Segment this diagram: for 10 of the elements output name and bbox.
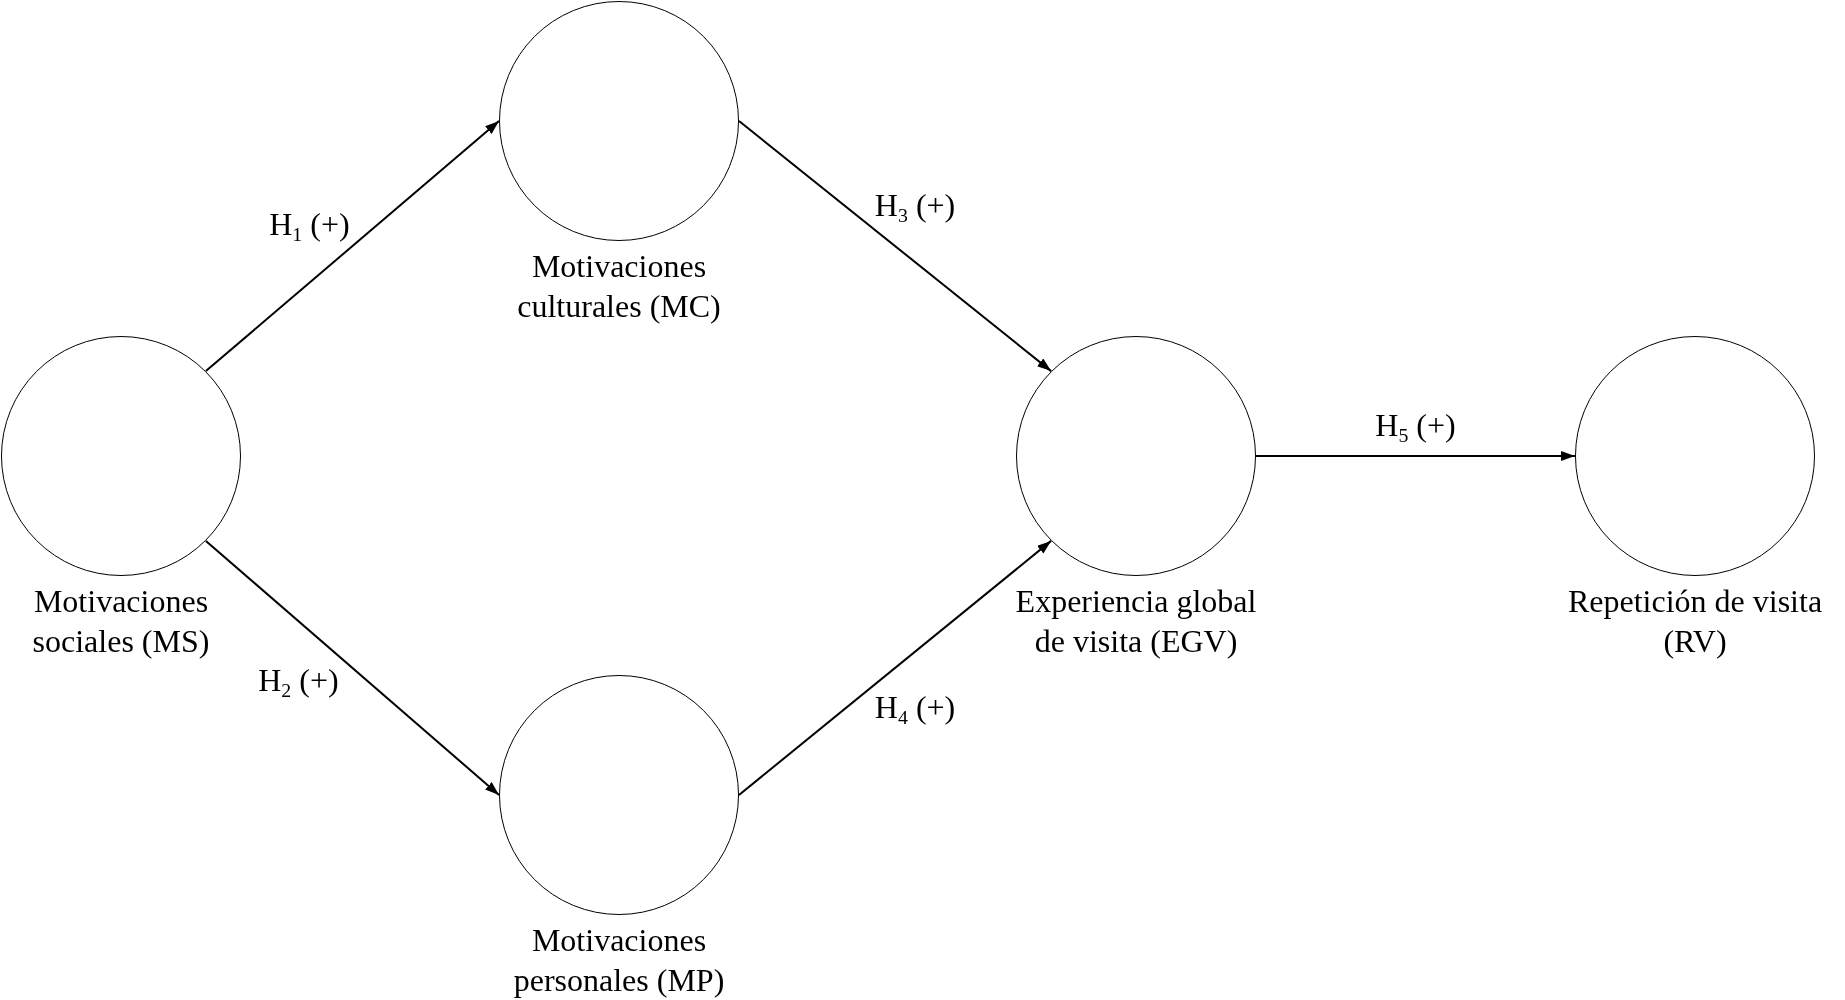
arrow [738,120,1053,373]
arrow [738,539,1053,796]
node-label: Repetición de visita (RV) [1566,582,1824,661]
arrow [204,539,500,796]
arrow [204,120,500,373]
node-label: Motivaciones culturales (MC) [516,247,722,326]
node-label: Experiencia global de visita (EGV) [1014,582,1258,661]
node-label: Motivaciones sociales (MS) [31,582,211,661]
arrow [1255,451,1576,461]
node-label: Motivaciones personales (MP) [512,921,726,1000]
